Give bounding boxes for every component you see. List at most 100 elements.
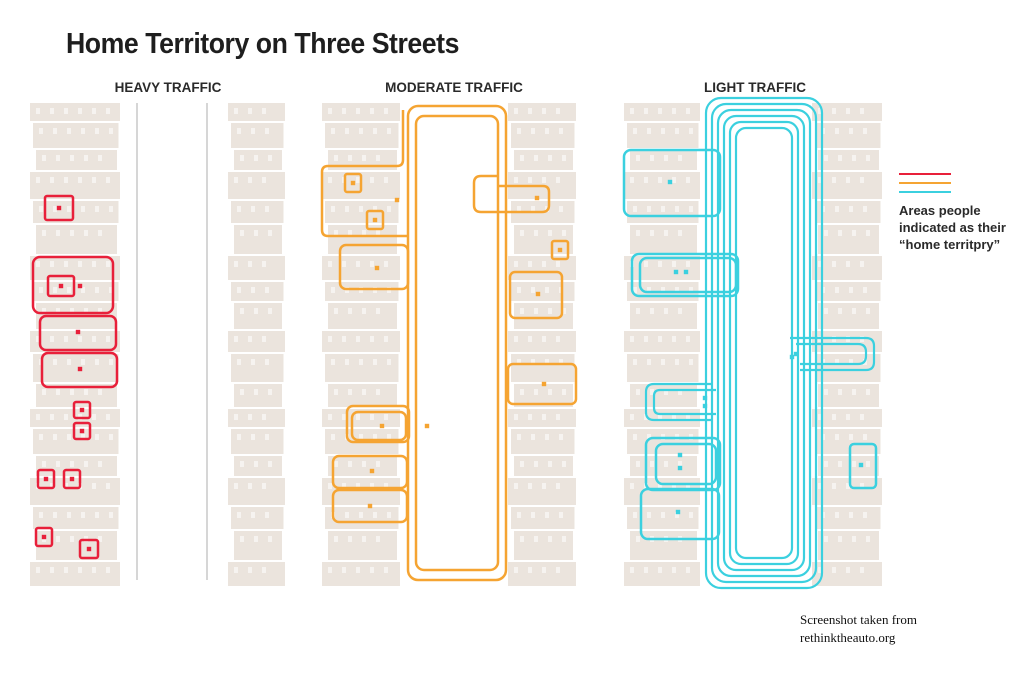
building-window (835, 434, 839, 440)
building-block (30, 172, 120, 199)
building-window (248, 261, 252, 267)
building-window (514, 261, 518, 267)
building-window (675, 206, 679, 212)
building-window (248, 108, 252, 114)
building-window (686, 177, 690, 183)
building-window (866, 536, 870, 542)
building-window (838, 461, 842, 467)
resident-dot (79, 428, 85, 434)
building-window (81, 287, 85, 293)
building-window (240, 389, 244, 395)
building-window (362, 230, 366, 236)
resident-dot (673, 269, 679, 275)
building-window (39, 128, 43, 134)
building-window (356, 261, 360, 267)
building-window (832, 414, 836, 420)
building-window (234, 336, 238, 342)
building-window (520, 389, 524, 395)
building-window (675, 359, 679, 365)
building-window (832, 108, 836, 114)
building-window (672, 483, 676, 489)
building-window (630, 567, 634, 573)
building-window (84, 308, 88, 314)
building-block (818, 225, 879, 254)
building-window (387, 512, 391, 518)
resident-dot (394, 197, 400, 203)
building-window (548, 155, 552, 161)
building-window (331, 359, 335, 365)
building-window (517, 206, 521, 212)
building-window (362, 461, 366, 467)
building-window (686, 567, 690, 573)
building-window (545, 287, 549, 293)
building-window (84, 155, 88, 161)
resident-dot (58, 283, 64, 289)
building-window (548, 536, 552, 542)
building-block (624, 172, 700, 199)
building-window (650, 461, 654, 467)
building-window (56, 308, 60, 314)
building-window (644, 177, 648, 183)
territory-outline (622, 148, 722, 218)
building-window (95, 206, 99, 212)
building-window (636, 536, 640, 542)
building-block (514, 456, 573, 476)
building-window (835, 287, 839, 293)
building-window (42, 230, 46, 236)
territory-outline (40, 351, 119, 389)
building-window (562, 536, 566, 542)
building-window (262, 567, 266, 573)
building-window (345, 359, 349, 365)
building-block (325, 354, 399, 382)
building-window (240, 536, 244, 542)
building-window (95, 359, 99, 365)
building-window (106, 567, 110, 573)
building-window (234, 261, 238, 267)
building-window (556, 567, 560, 573)
building-window (384, 261, 388, 267)
building-block (624, 256, 700, 280)
building-window (254, 536, 258, 542)
building-window (237, 128, 241, 134)
territory-outline (848, 442, 878, 490)
building-block (514, 531, 573, 560)
building-window (348, 308, 352, 314)
building-window (514, 336, 518, 342)
resident-dot (379, 423, 385, 429)
building-window (64, 177, 68, 183)
building-block (630, 225, 697, 254)
building-window (556, 336, 560, 342)
building-window (542, 108, 546, 114)
building-window (636, 389, 640, 395)
building-block (514, 150, 573, 170)
building-window (630, 336, 634, 342)
credit-line-1: Screenshot taken from (800, 612, 917, 627)
building-window (373, 359, 377, 365)
building-window (36, 261, 40, 267)
building-window (373, 434, 377, 440)
resident-dot (677, 452, 683, 458)
building-window (348, 230, 352, 236)
building-window (849, 359, 853, 365)
building-window (331, 287, 335, 293)
building-window (636, 230, 640, 236)
building-block (322, 256, 400, 280)
building-window (362, 155, 366, 161)
light-traffic-territories (622, 96, 878, 590)
building-window (531, 512, 535, 518)
building-window (67, 287, 71, 293)
building-window (562, 230, 566, 236)
building-window (98, 155, 102, 161)
building-window (106, 483, 110, 489)
building-window (268, 230, 272, 236)
building-window (675, 512, 679, 518)
building-window (78, 177, 82, 183)
street-territory-outer (406, 104, 508, 582)
building-window (248, 414, 252, 420)
building-window (846, 108, 850, 114)
building-window (514, 483, 518, 489)
building-window (265, 206, 269, 212)
resident-dot (69, 476, 75, 482)
small-territory (43, 194, 75, 222)
building-block (511, 282, 575, 301)
